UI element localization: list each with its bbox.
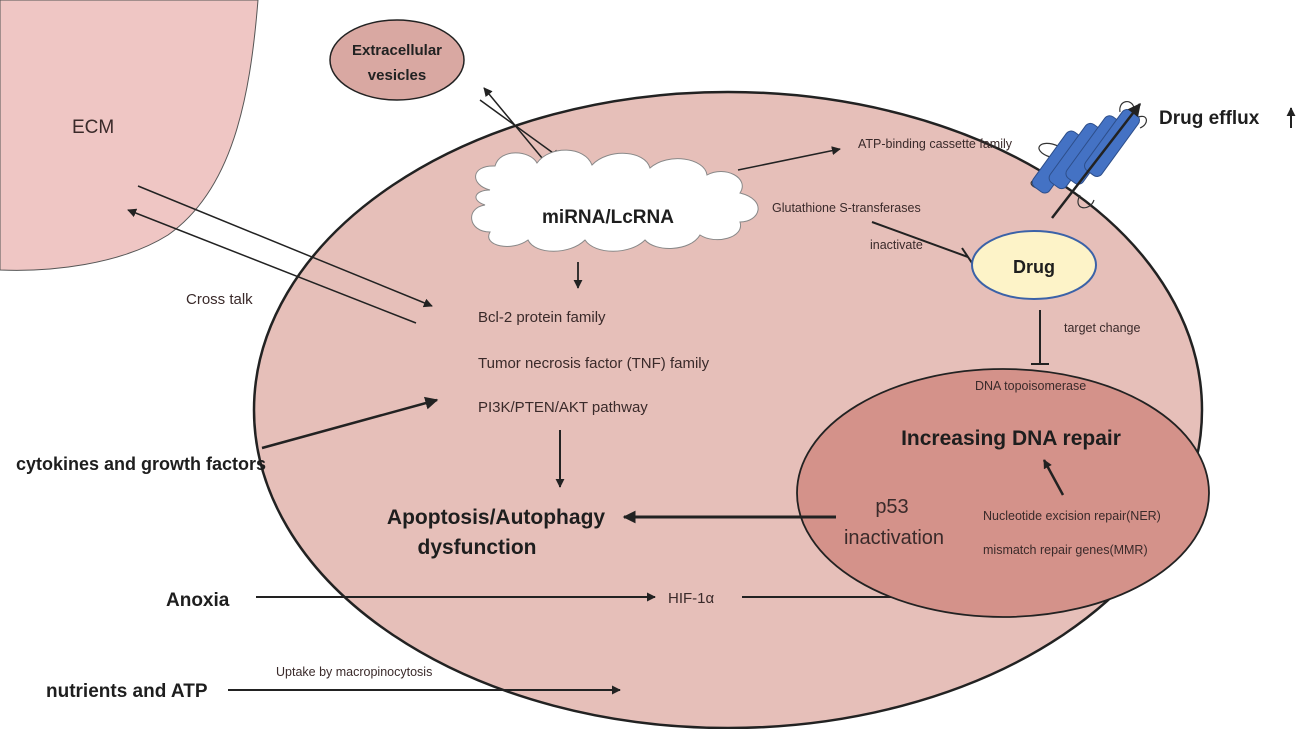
- arrow-ecm-to-cell: [137, 185, 433, 308]
- ecm-region: [0, 0, 259, 271]
- target-change-label: target change: [1064, 321, 1140, 335]
- arrow-cytokines: [261, 396, 439, 450]
- vesicles-label-1: Extracellular: [352, 42, 442, 59]
- drug-node: [971, 230, 1097, 300]
- anoxia-label: Anoxia: [166, 590, 230, 611]
- arrow-drug-efflux: [1051, 102, 1141, 219]
- pi3k-label: PI3K/PTEN/AKT pathway: [478, 399, 648, 416]
- mirna-cloud: [471, 149, 759, 252]
- drug-label: Drug: [1013, 257, 1055, 277]
- extracellular-vesicles: [329, 19, 465, 101]
- arrow-mirna-to-vesicles: [483, 87, 553, 171]
- arrow-mirna-to-abc: [737, 146, 841, 171]
- mmr-label: mismatch repair genes(MMR): [983, 543, 1148, 557]
- inactivate-label: inactivate: [870, 238, 923, 252]
- abc-label: ATP-binding cassette family: [858, 137, 1013, 151]
- p53-label-2: inactivation: [844, 527, 944, 549]
- cross-talk-label: Cross talk: [186, 291, 253, 308]
- arrow-cell-to-ecm: [127, 208, 417, 324]
- bcl2-label: Bcl-2 protein family: [478, 309, 606, 326]
- arrow-vesicles-to-mirna: [479, 99, 561, 159]
- hif-label: HIF-1α: [668, 590, 715, 607]
- dna-repair-label: Increasing DNA repair: [901, 427, 1121, 450]
- nucleus: [796, 368, 1210, 618]
- tnf-label: Tumor necrosis factor (TNF) family: [478, 355, 710, 372]
- uptake-label: Uptake by macropinocytosis: [276, 665, 432, 679]
- ecm-label: ECM: [72, 117, 114, 138]
- dna-topo-label: DNA topoisomerase: [975, 379, 1086, 393]
- drug-efflux-label: Drug efflux: [1159, 108, 1260, 129]
- apoptosis-label-2: dysfunction: [418, 536, 537, 559]
- cytokines-label: cytokines and growth factors: [16, 454, 266, 474]
- gst-label: Glutathione S-transferases: [772, 201, 921, 215]
- nutrients-label: nutrients and ATP: [46, 681, 208, 702]
- arrow-repair-to-dna: [1042, 459, 1065, 496]
- apoptosis-label-1: Apoptosis/Autophagy: [387, 506, 605, 529]
- vesicles-label-2: vesicles: [368, 67, 426, 84]
- p53-label-1: p53: [875, 496, 908, 518]
- inhibit-gst-to-drug: [871, 221, 969, 258]
- ner-label: Nucleotide excision repair(NER): [983, 509, 1161, 523]
- mirna-label: miRNA/LcRNA: [542, 207, 674, 228]
